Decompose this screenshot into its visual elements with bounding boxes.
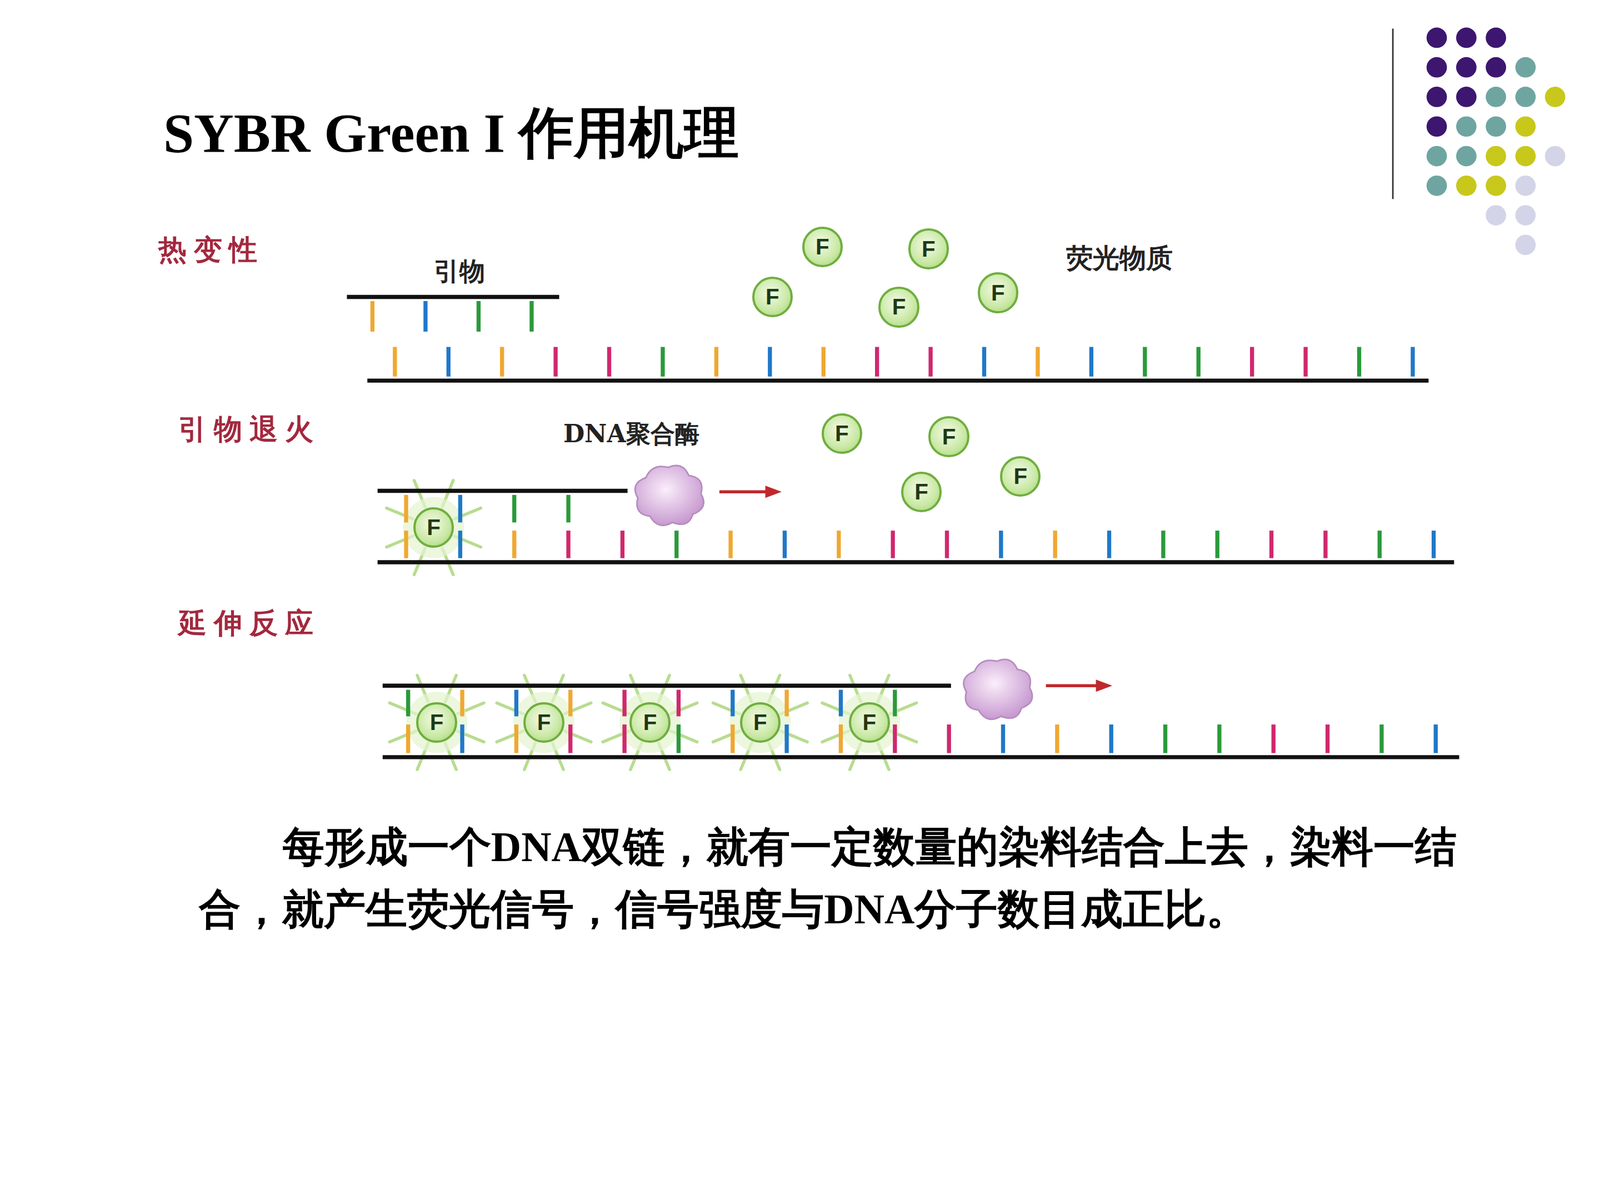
dye-molecule: F (629, 702, 670, 743)
dye-label: F (1013, 463, 1028, 490)
dye-molecule: F (908, 228, 949, 269)
direction-arrow (719, 485, 1113, 692)
dye-label: F (643, 709, 658, 736)
decor-dots (1426, 27, 1566, 256)
dye-label: F (815, 233, 830, 260)
divider-line (1392, 28, 1394, 199)
dna-strands (346, 296, 1459, 757)
step-label: 引物退火 (178, 410, 320, 449)
dye-molecule: F (878, 286, 919, 328)
dye-molecule: F (740, 702, 781, 743)
dye-label: F (753, 709, 768, 736)
dye-label: F (914, 478, 929, 505)
dye-label: F (991, 280, 1005, 307)
dye-label: F (537, 709, 552, 736)
dye-label: F (892, 293, 907, 320)
step-label: 延伸反应 (178, 603, 320, 643)
dye-molecule: F (752, 276, 793, 318)
base-pairs (372, 301, 1436, 754)
dye-label: F (835, 420, 849, 447)
dye-molecule: F (977, 272, 1019, 313)
dye-molecule: F (523, 702, 564, 743)
dye-molecule: F (416, 702, 457, 743)
dye-label: F (426, 514, 441, 541)
dye-label: F (430, 709, 444, 736)
dye-label: F (921, 236, 936, 263)
part-label: 荧光物质 (1066, 240, 1173, 277)
part-label: DNA聚合酶 (563, 417, 700, 450)
caption-text: 每形成一个DNA双链，就有一定数量的染料结合上去，染料一结合，就产生荧光信号，信… (198, 816, 1487, 941)
slide-title: SYBR Green I 作用机理 (163, 96, 739, 171)
dye-molecule: F (901, 471, 942, 513)
dye-molecule: F (413, 507, 454, 548)
dye-molecule: F (928, 416, 969, 457)
step-label: 热变性 (158, 230, 265, 270)
dye-label: F (765, 283, 780, 310)
dye-label: F (862, 709, 877, 736)
dna-polymerase (635, 465, 1033, 720)
dye-molecule: F (821, 413, 863, 454)
dye-molecule: F (848, 702, 890, 743)
dye-label: F (942, 423, 957, 450)
part-label: 引物 (433, 254, 485, 289)
dye-molecule: F (1000, 456, 1041, 497)
dye-molecule: F (802, 226, 843, 268)
glow-rays (386, 480, 917, 770)
